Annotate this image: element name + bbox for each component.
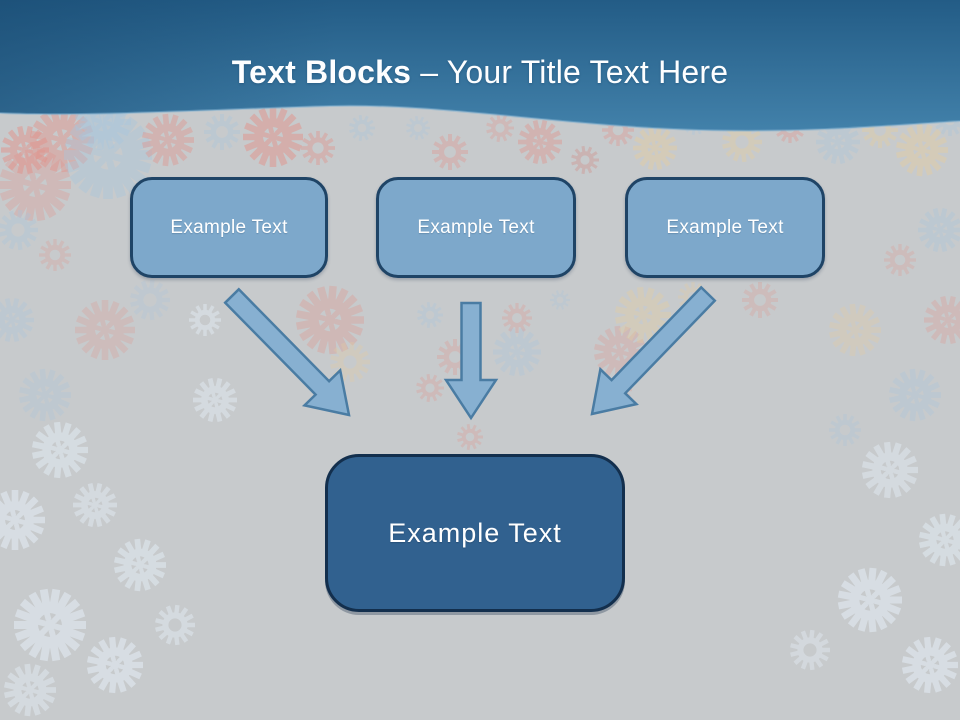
gear-icon <box>901 636 958 694</box>
gear-icon <box>29 107 94 173</box>
gear-icon <box>0 209 38 251</box>
gear-icon <box>486 113 514 143</box>
gear-icon <box>828 303 881 357</box>
gear-icon <box>130 279 170 321</box>
gear-icon <box>571 145 599 175</box>
gear-icon <box>432 134 468 170</box>
gear-icon <box>406 115 430 141</box>
text-block-1: Example Text <box>130 177 328 278</box>
gear-icon <box>457 423 483 451</box>
gear-icon <box>502 303 532 333</box>
gear-icon <box>518 120 562 164</box>
gear-icon <box>837 567 902 633</box>
gear-icon <box>243 107 303 167</box>
header-wave <box>0 0 960 132</box>
gear-icon <box>204 114 240 150</box>
gear-icon <box>14 588 86 662</box>
main-block-label: Example Text <box>388 517 562 548</box>
header-wave-highlight <box>0 104 960 132</box>
title-bold: Text Blocks <box>231 54 412 90</box>
gear-icon <box>918 513 960 567</box>
gear-icon <box>295 285 364 355</box>
gear-icon <box>330 341 370 383</box>
gear-icon <box>3 663 56 717</box>
title-rest: – Your Title Text Here <box>411 54 729 90</box>
gear-icon <box>861 441 918 499</box>
gear-icon <box>742 282 778 318</box>
gear-icon <box>888 368 941 422</box>
gear-icon <box>918 208 960 252</box>
gear-icon <box>86 636 143 694</box>
gear-icon <box>301 131 335 165</box>
page-title: Text Blocks – Your Title Text Here <box>0 54 960 91</box>
gear-icon <box>550 290 570 310</box>
gear-icon <box>829 414 861 446</box>
gear-icon <box>31 421 88 479</box>
gear-icon <box>75 300 135 360</box>
gear-icon <box>193 378 237 422</box>
text-block-3: Example Text <box>625 177 825 278</box>
gear-icon <box>1 126 49 174</box>
gear-icon <box>884 244 916 276</box>
gear-icon <box>64 111 152 199</box>
gear-icon <box>895 123 948 177</box>
main-block: Example Text <box>325 454 625 612</box>
arrow-connector <box>443 301 499 421</box>
gear-icon <box>0 490 45 550</box>
header-band <box>0 0 960 140</box>
gear-icon <box>790 629 830 671</box>
gear-icon <box>417 301 443 329</box>
gear-icon <box>73 483 117 527</box>
header-wave-tint <box>0 0 960 131</box>
text-block-2: Example Text <box>376 177 576 278</box>
gear-icon <box>349 114 375 142</box>
text-block-1-label: Example Text <box>170 216 288 238</box>
gear-icon <box>113 538 166 592</box>
gear-icon <box>0 298 34 342</box>
text-block-2-label: Example Text <box>417 216 535 238</box>
gear-icon <box>155 604 195 646</box>
gear-icon <box>39 239 71 271</box>
gear-icon <box>18 368 71 422</box>
gear-icon <box>493 328 541 376</box>
gear-icon <box>614 286 671 344</box>
gear-icon <box>416 373 444 403</box>
arrow-connector <box>590 285 717 416</box>
gear-icon <box>141 113 194 167</box>
arrow-connector <box>223 287 351 417</box>
text-block-3-label: Example Text <box>666 216 784 238</box>
gear-icon <box>633 126 677 170</box>
gear-icon <box>0 148 71 222</box>
gear-icon <box>189 304 221 336</box>
